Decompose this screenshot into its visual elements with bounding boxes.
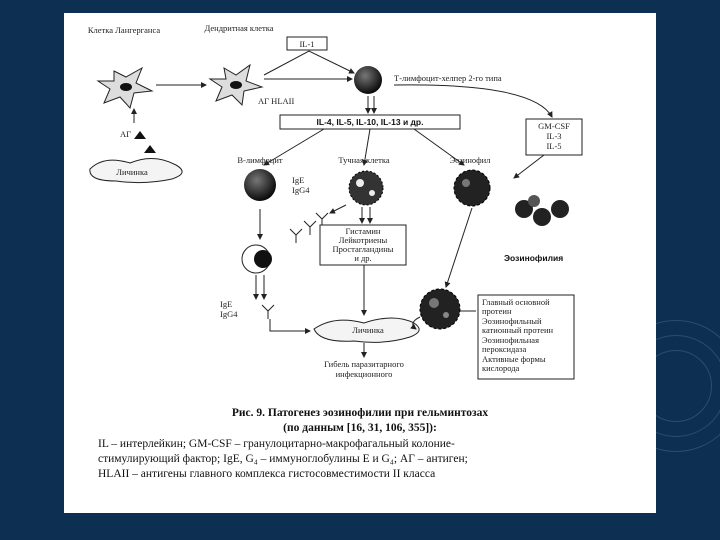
mast-granule bbox=[356, 179, 364, 187]
eosinophilia-cell bbox=[515, 200, 533, 218]
gmcsf-label: GM-CSF bbox=[538, 121, 570, 131]
arrow-il1 bbox=[263, 50, 355, 76]
granule-line: Главный основной bbox=[482, 297, 550, 307]
antigen-triangle bbox=[144, 145, 156, 153]
eosinophilia-cell bbox=[528, 195, 540, 207]
larva-bottom bbox=[313, 317, 420, 343]
plasma-nucleus bbox=[254, 250, 272, 268]
gmcsf-box bbox=[525, 118, 583, 156]
b-lymphocyte-cell bbox=[244, 169, 276, 201]
th2-cell bbox=[354, 66, 382, 94]
arrow-eosinophil-down bbox=[444, 207, 473, 288]
caption-line-2: стимулирующий фактор; IgE, G₄ – иммуногл… bbox=[98, 453, 468, 465]
prostaglandins-label: Простагландины bbox=[333, 244, 394, 254]
ige-top-label: IgE bbox=[292, 175, 304, 185]
granule-line: Эозинофильный bbox=[482, 316, 542, 326]
il1-box bbox=[286, 36, 328, 51]
mediators-box bbox=[319, 224, 407, 266]
granule-proteins-box bbox=[477, 294, 575, 380]
ag-label: АГ bbox=[120, 129, 131, 139]
arrow-eosinophil-to-larva bbox=[410, 316, 421, 330]
antibody-icon bbox=[289, 228, 303, 243]
arrow-to-mast bbox=[361, 128, 371, 166]
antibody-icon bbox=[303, 220, 317, 235]
granule-line: Эозинофильная bbox=[482, 335, 539, 345]
granule-line: катионный протеин bbox=[482, 325, 554, 335]
dendritic-nucleus bbox=[230, 81, 242, 89]
arrow-th2-to-gmcsf bbox=[393, 84, 553, 118]
arrow-to-b-lymph bbox=[263, 128, 325, 166]
th2-label: Т-лимфоцит-хелпер 2-го типа bbox=[394, 73, 502, 83]
histamine-label: Гистамин bbox=[346, 226, 381, 236]
arrow-to-eosinophil bbox=[413, 128, 465, 166]
activated-eosinophil bbox=[419, 288, 461, 330]
il3-label: IL-3 bbox=[546, 131, 561, 141]
eosinophilia-label: Эозинофилия bbox=[504, 253, 563, 263]
granule-line: кислорода bbox=[482, 363, 520, 373]
pathogenesis-diagram: Клетка Лангерганса Дендритная клетка IL-… bbox=[88, 23, 583, 480]
eosinophilia-cell bbox=[551, 200, 569, 218]
arrow-gmcsf-to-eosinophil bbox=[513, 154, 545, 179]
larva-top-label: Личинка bbox=[116, 167, 148, 177]
granule-line: Активные формы bbox=[482, 354, 546, 364]
larva-bottom-label: Личинка bbox=[352, 325, 384, 335]
granule-line: протеин bbox=[482, 306, 512, 316]
dendritic-label: Дендритная клетка bbox=[204, 23, 273, 33]
granule-line: пероксидаза bbox=[482, 344, 527, 354]
mast-cell bbox=[348, 170, 384, 206]
arrow-antibody-to-mast bbox=[329, 204, 347, 214]
igg4-bottom-label: IgG4 bbox=[220, 309, 238, 319]
caption-source: (по данным [16, 31, 106, 355]): bbox=[283, 422, 437, 434]
mast-granule bbox=[369, 190, 375, 196]
caption-line-1: IL – интерлейкин; GM-CSF – гранулоцитарн… bbox=[98, 438, 455, 450]
ag-hla-label: АГ HLAII bbox=[258, 96, 294, 106]
caption-title: Рис. 9. Патогенез эозинофилии при гельми… bbox=[232, 407, 488, 419]
igg4-top-label: IgG4 bbox=[292, 185, 310, 195]
il5-label: IL-5 bbox=[546, 141, 561, 151]
il1-label: IL-1 bbox=[299, 39, 314, 49]
death-line-2: инфекционного bbox=[336, 369, 393, 379]
b-lymph-label: В-лимфоцит bbox=[237, 155, 283, 165]
langerhans-nucleus bbox=[120, 83, 132, 91]
arrow-ig-to-larva bbox=[269, 319, 311, 334]
eosinophil-granule bbox=[429, 298, 439, 308]
slide: Клетка Лангерганса Дендритная клетка IL-… bbox=[64, 13, 656, 513]
antibody-icon bbox=[261, 304, 275, 319]
cytokines-label: IL-4, IL-5, IL-10, IL-13 и др. bbox=[317, 117, 424, 127]
eosinophilia-cell bbox=[533, 208, 551, 226]
eosinophil-granule bbox=[462, 179, 470, 187]
leukotrienes-label: Лейкотриены bbox=[339, 235, 388, 245]
eosinophil-granule bbox=[443, 312, 449, 318]
langerhans-label: Клетка Лангерганса bbox=[88, 25, 160, 35]
caption-line-3: HLAII – антигены главного комплекса гист… bbox=[98, 468, 435, 480]
death-line-1: Гибель паразитарного bbox=[324, 359, 404, 369]
antigen-triangle bbox=[134, 131, 146, 139]
eosinophil-label: Эозинофил bbox=[450, 155, 492, 165]
etc-label: и др. bbox=[354, 253, 371, 263]
eosinophil-cell bbox=[453, 169, 491, 207]
ige-bottom-label: IgE bbox=[220, 299, 232, 309]
larva-top bbox=[89, 158, 183, 184]
